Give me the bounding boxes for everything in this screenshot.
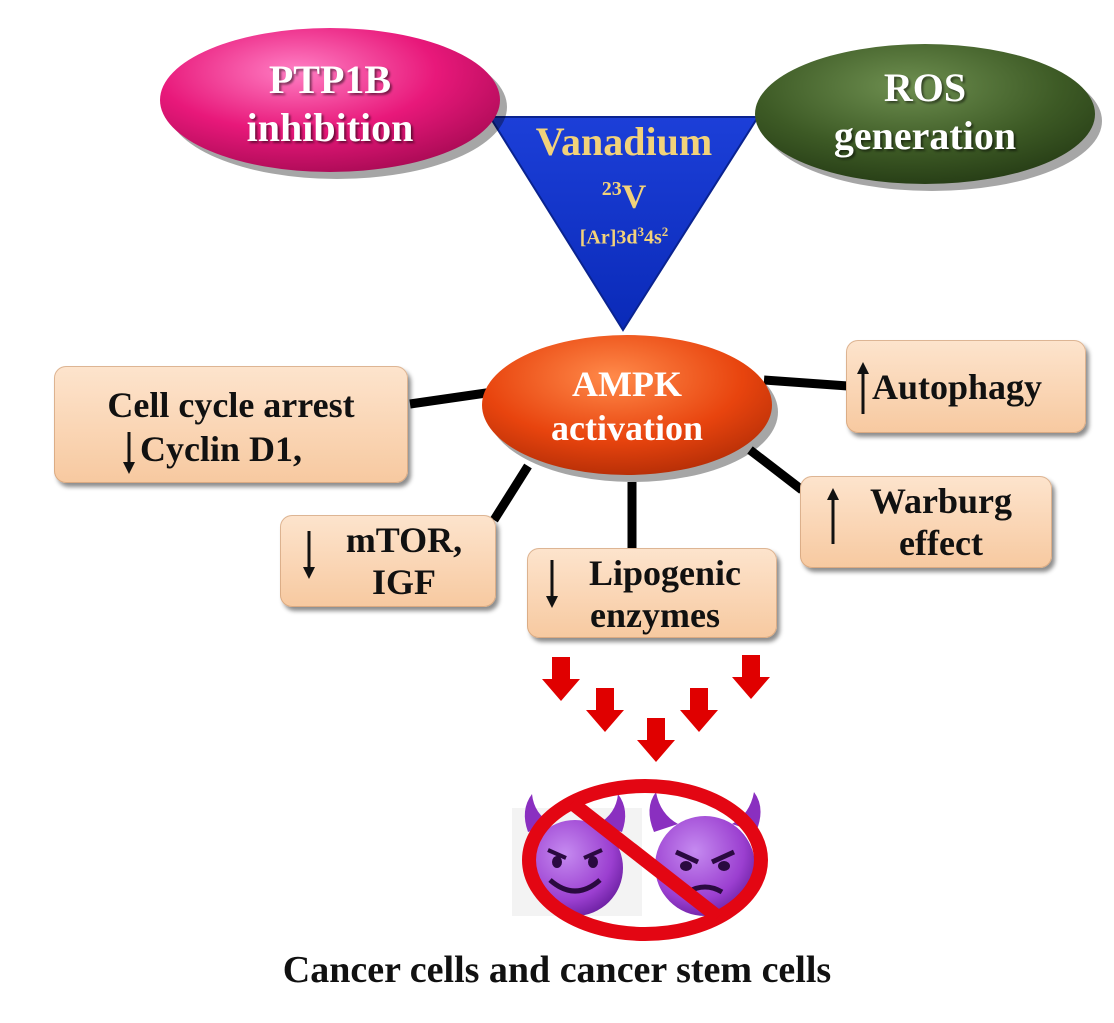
red-arrow-3 — [637, 718, 675, 762]
ros-label-1: ROS — [883, 65, 967, 110]
red-arrow-1 — [542, 657, 580, 701]
warburg-line2: effect — [899, 523, 983, 563]
config-base: [Ar]3d — [579, 226, 638, 249]
config-mid: 4s — [643, 226, 662, 249]
cell-cycle-box: Cell cycle arrest Cyclin D1, — [54, 366, 408, 483]
lipogenic-line1: Lipogenic — [588, 553, 741, 593]
vanadium-symbol: 23V — [490, 170, 758, 216]
electron-config: [Ar]3d34s2 — [490, 220, 758, 250]
red-arrows — [542, 655, 770, 762]
vanadium-label: Vanadium — [535, 119, 713, 164]
connector-mtor — [490, 463, 532, 523]
ampk-label-2: activation — [551, 408, 703, 448]
connector-warburg — [747, 446, 805, 494]
up-arrow-icon — [856, 362, 870, 414]
connector-autophagy — [763, 375, 849, 391]
mass-number: 23 — [601, 178, 622, 200]
down-arrow-icon — [545, 560, 559, 608]
config-s-count: 2 — [661, 224, 669, 239]
vanadium-triangle — [488, 116, 760, 332]
autophagy-box: Autophagy — [846, 340, 1086, 433]
cell-cycle-line2: Cyclin D1, — [140, 429, 302, 469]
footer-caption: Cancer cells and cancer stem cells — [282, 949, 832, 991]
warburg-box: Warburg effect — [800, 476, 1052, 568]
ptp1b-label-1: PTP1B — [268, 57, 392, 102]
ampk-label-1: AMPK — [572, 364, 682, 404]
red-arrow-5 — [732, 655, 770, 699]
mtor-line1: mTOR, — [345, 520, 463, 560]
prohibition-icon — [522, 779, 768, 941]
red-arrow-4 — [680, 688, 718, 732]
ptp1b-label-2: inhibition — [246, 105, 414, 150]
element-symbol: V — [621, 178, 647, 216]
warburg-line1: Warburg — [869, 481, 1012, 521]
red-arrow-2 — [586, 688, 624, 732]
ros-label-2: generation — [833, 113, 1017, 158]
lipogenic-line2: enzymes — [590, 595, 720, 635]
lipogenic-box: Lipogenic enzymes — [527, 548, 777, 638]
cell-cycle-line1: Cell cycle arrest — [107, 385, 355, 425]
mtor-line2: IGF — [371, 562, 436, 602]
ros-oval — [755, 44, 1095, 184]
autophagy-line1: Autophagy — [872, 367, 1043, 407]
ampk-oval — [482, 335, 772, 475]
mtor-box: mTOR, IGF — [280, 515, 496, 607]
up-arrow-icon — [826, 488, 840, 544]
down-arrow-icon — [122, 432, 136, 474]
config-d-count: 3 — [637, 224, 644, 239]
ptp1b-oval — [160, 28, 500, 172]
down-arrow-icon — [302, 531, 316, 579]
